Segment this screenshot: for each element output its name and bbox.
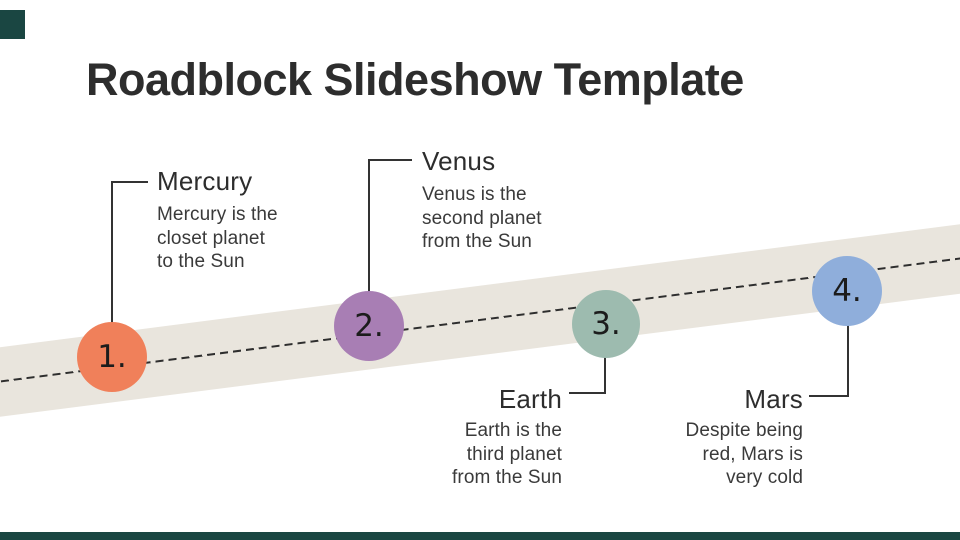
milestone-number-venus: 2.	[354, 308, 384, 344]
connector-line-venus-horizontal	[368, 159, 412, 161]
connector-line-mercury-vertical	[111, 182, 113, 323]
milestone-circle-mars: 4.	[812, 256, 882, 326]
milestone-circle-venus: 2.	[334, 291, 404, 361]
milestone-circle-earth: 3.	[572, 290, 640, 358]
milestone-number-mercury: 1.	[97, 339, 127, 375]
milestone-block-mercury: Mercury Mercury is the closet planet to …	[157, 166, 278, 274]
milestone-description-venus: Venus is the second planet from the Sun	[422, 184, 542, 252]
milestone-title-mars: Mars	[744, 384, 803, 414]
milestone-title-earth: Earth	[498, 384, 562, 414]
milestone-number-mars: 4.	[832, 273, 862, 309]
milestone-block-mars: Mars Despite being red, Mars is very col…	[686, 384, 804, 490]
milestone-number-earth: 3.	[591, 306, 621, 342]
milestone-block-earth: Earth Earth is the third planet from the…	[452, 384, 562, 490]
connector-line-earth-vertical	[604, 357, 606, 394]
milestone-circle-mercury: 1.	[77, 322, 147, 392]
page-title: Roadblock Slideshow Template	[86, 54, 744, 105]
milestone-description-mercury: Mercury is the closet planet to the Sun	[157, 204, 278, 272]
road-dashed-line	[0, 242, 960, 398]
accent-bar-bottom	[0, 532, 960, 540]
connector-line-mars-vertical	[847, 325, 849, 397]
milestone-description-earth: Earth is the third planet from the Sun	[452, 420, 562, 488]
milestone-block-venus: Venus Venus is the second planet from th…	[422, 146, 542, 254]
milestone-description-mars: Despite being red, Mars is very cold	[685, 420, 803, 488]
connector-line-venus-vertical	[368, 160, 370, 292]
connector-line-mercury-horizontal	[111, 181, 148, 183]
connector-line-mars-horizontal	[809, 395, 849, 397]
accent-tab-top-left	[0, 10, 25, 39]
milestone-title-venus: Venus	[422, 146, 496, 176]
connector-line-earth-horizontal	[569, 392, 606, 394]
milestone-title-mercury: Mercury	[157, 166, 253, 196]
